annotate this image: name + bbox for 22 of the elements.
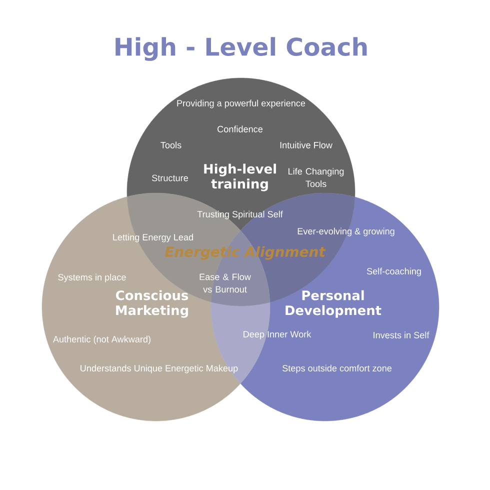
title: High - Level Coach xyxy=(116,37,367,61)
item-label: Providing a powerful experience xyxy=(177,100,306,108)
item-label: Structure xyxy=(152,174,188,182)
item-label: Confidence xyxy=(218,126,263,132)
item-label: Systems in place xyxy=(58,274,126,282)
item-label: Trusting Spiritual Self xyxy=(197,210,283,220)
circle-heading: High-level training xyxy=(204,164,276,192)
item-label: Tools xyxy=(160,142,182,148)
item-label: Authentic (not Awkward) xyxy=(52,336,150,344)
item-label: Letting Energy Lead xyxy=(113,234,193,242)
center-label: Energetic Alignment xyxy=(164,246,326,260)
item-label: Invests in Self xyxy=(374,332,430,338)
item-label: Ever-evolving & growing xyxy=(298,228,394,236)
item-label: Intuitive Flow xyxy=(280,142,332,148)
item-label: Ease & Flow vs Burnout xyxy=(200,273,251,293)
item-label: Steps outside comfort zone xyxy=(282,364,392,374)
circle-heading: Personal Development xyxy=(286,290,382,318)
item-label: Self-coaching xyxy=(366,268,421,276)
item-label: Life Changing Tools xyxy=(288,168,344,188)
item-label: Deep Inner Work xyxy=(244,330,312,340)
circle-heading: Conscious Marketing xyxy=(116,290,188,318)
item-label: Understands Unique Energetic Makeup xyxy=(80,364,238,374)
